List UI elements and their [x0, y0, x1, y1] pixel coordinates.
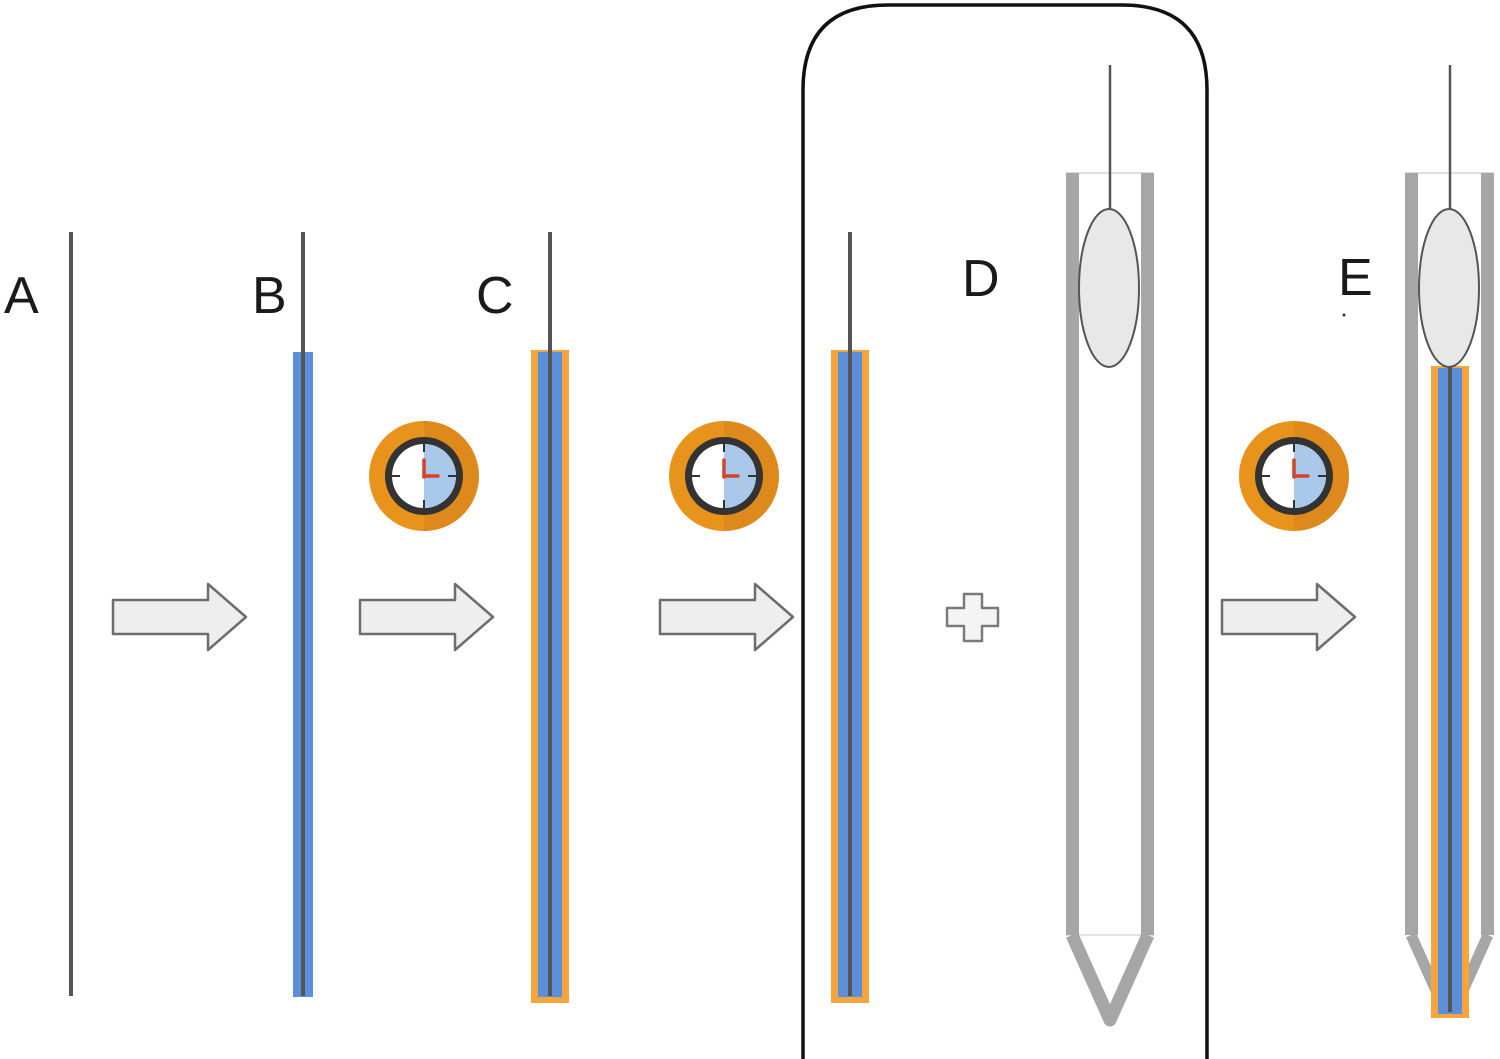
step-a: A: [4, 232, 73, 996]
arrow-d-to-e: [1220, 582, 1357, 652]
step-e: E: [1338, 65, 1494, 1018]
step-label-b: B: [252, 267, 287, 325]
needle-wall-right: [1481, 173, 1494, 935]
arrow-b-to-c: [358, 582, 495, 652]
needle-wall-right: [1141, 173, 1154, 935]
grouping-frame: [801, 3, 1209, 1059]
clock-icon: [1237, 419, 1351, 533]
bulb: [1078, 208, 1140, 368]
step-label-d: D: [962, 250, 1000, 308]
step-d-frame: D: [801, 3, 1209, 1059]
step-label-a: A: [4, 267, 39, 325]
stray-dot: [1342, 313, 1346, 317]
arrow-a-to-b: [111, 582, 248, 652]
step-label-c: C: [476, 267, 514, 325]
needle-wall-left: [1066, 173, 1079, 935]
clock-icon: [367, 419, 481, 533]
arrow-c-to-d: [658, 582, 795, 652]
step-c: C: [476, 232, 569, 1003]
needle-wall-left: [1405, 173, 1418, 935]
plus-icon: [945, 592, 1000, 643]
needle-tip: [1066, 932, 1154, 1027]
bulb: [1418, 208, 1480, 368]
clock-icon: [667, 419, 781, 533]
step-b: B: [252, 232, 313, 997]
step-label-e: E: [1338, 249, 1373, 307]
needle-assembly: [1066, 65, 1154, 1027]
